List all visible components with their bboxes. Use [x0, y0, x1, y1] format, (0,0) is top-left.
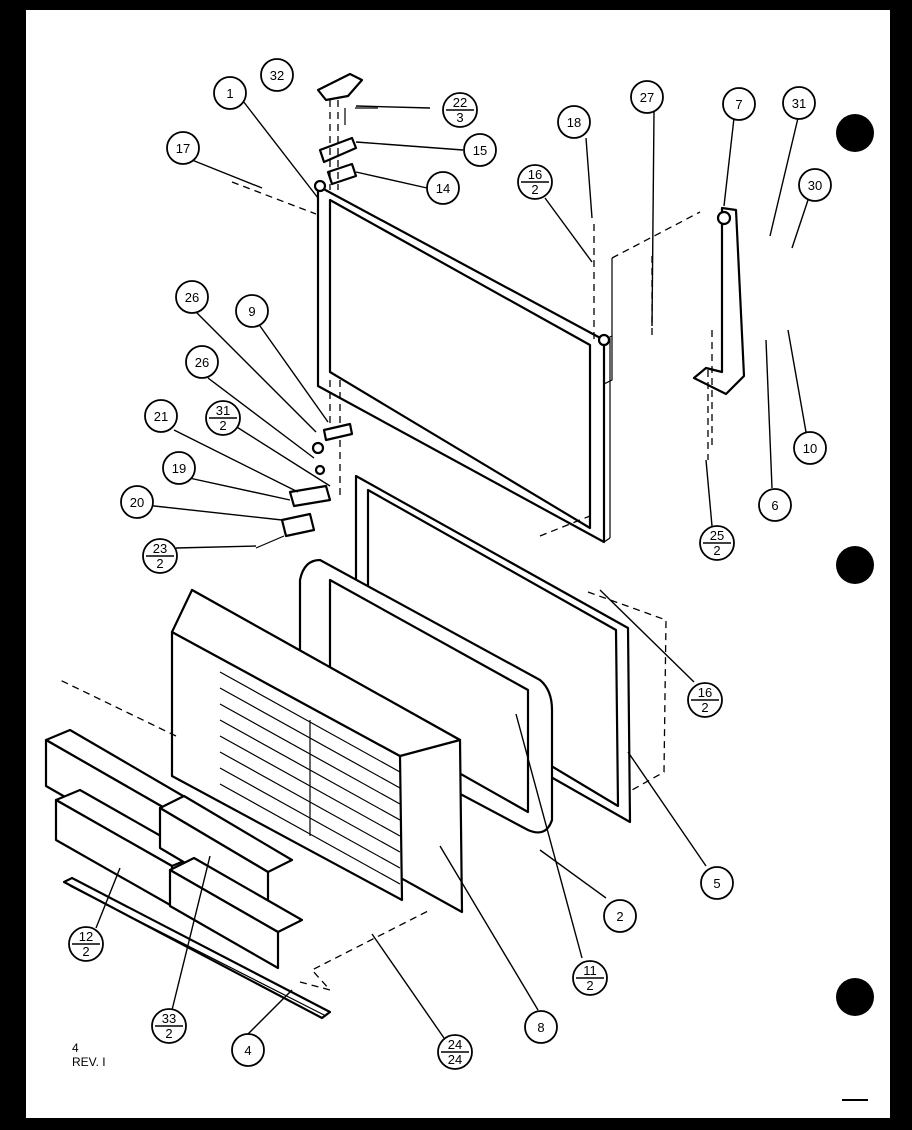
- callout-qty: 2: [82, 944, 89, 959]
- sheet-number: 4: [72, 1041, 79, 1055]
- callout-label: 12: [79, 929, 93, 944]
- callout-qty: 2: [165, 1026, 172, 1041]
- callout-6: 6: [758, 488, 792, 522]
- top-hinge-assembly: [316, 72, 378, 190]
- callout-label: 30: [808, 178, 822, 193]
- callout-23: 232: [142, 538, 178, 574]
- callout-qty: 2: [156, 556, 163, 571]
- leader-lines: [95, 100, 809, 1039]
- callout-label: 14: [436, 181, 450, 196]
- callout-label: 8: [537, 1020, 544, 1035]
- binder-hole: [836, 114, 874, 152]
- callout-label: 17: [176, 141, 190, 156]
- callout-label: 19: [172, 461, 186, 476]
- callout-qty: 2: [219, 418, 226, 433]
- callout-17: 17: [166, 131, 200, 165]
- callout-33: 332: [151, 1008, 187, 1044]
- callout-21: 21: [144, 399, 178, 433]
- callout-label: 25: [710, 528, 724, 543]
- callout-qty: 24: [448, 1052, 462, 1067]
- part-4-trim-strip: [62, 876, 332, 1020]
- left-hinge-assembly: [255, 380, 354, 549]
- part-8-front-panel: [170, 588, 464, 914]
- callout-27: 27: [630, 80, 664, 114]
- callout-label: 9: [248, 304, 255, 319]
- callout-11: 112: [572, 960, 608, 996]
- part-2-liner: [298, 558, 554, 834]
- door-shelves: [44, 728, 304, 970]
- callout-label: 26: [185, 290, 199, 305]
- callout-7: 7: [722, 87, 756, 121]
- callout-19: 19: [162, 451, 196, 485]
- callout-5: 5: [700, 866, 734, 900]
- callout-12: 122: [68, 926, 104, 962]
- binder-hole: [836, 546, 874, 584]
- callout-label: 22: [453, 95, 467, 110]
- callout-10: 10: [793, 431, 827, 465]
- part-1-frame: [313, 179, 613, 544]
- callout-label: 4: [244, 1043, 251, 1058]
- callout-qty: 2: [586, 978, 593, 993]
- callout-qty: 2: [701, 700, 708, 715]
- callout-label: 32: [270, 68, 284, 83]
- callout-label: 20: [130, 495, 144, 510]
- callout-label: 16: [698, 685, 712, 700]
- callout-16-lower: 162: [687, 682, 723, 718]
- callout-label: 31: [216, 403, 230, 418]
- callout-31-fraction: 312: [205, 400, 241, 436]
- callout-4: 4: [231, 1033, 265, 1067]
- revision-note: REV. I: [72, 1055, 106, 1069]
- binder-hole: [836, 978, 874, 1016]
- callout-label: 6: [771, 498, 778, 513]
- callout-label: 26: [195, 355, 209, 370]
- callout-label: 7: [735, 97, 742, 112]
- callout-label: 31: [792, 96, 806, 111]
- callout-label: 23: [153, 541, 167, 556]
- callout-label: 5: [713, 876, 720, 891]
- callout-label: 16: [528, 167, 542, 182]
- callout-16-top: 162: [517, 164, 553, 200]
- callout-label: 1: [226, 86, 233, 101]
- callout-label: 10: [803, 441, 817, 456]
- callout-label: 21: [154, 409, 168, 424]
- callout-1: 1: [213, 76, 247, 110]
- callout-25: 252: [699, 525, 735, 561]
- callout-label: 24: [448, 1037, 462, 1052]
- callout-label: 33: [162, 1011, 176, 1026]
- grille-lines: [219, 671, 401, 885]
- callout-26-upper: 26: [175, 280, 209, 314]
- callout-15: 15: [463, 133, 497, 167]
- callout-31-top: 31: [782, 86, 816, 120]
- callout-label: 27: [640, 90, 654, 105]
- callout-2: 2: [603, 899, 637, 933]
- callout-32: 32: [260, 58, 294, 92]
- callout-qty: 3: [456, 110, 463, 125]
- callout-label: 2: [616, 909, 623, 924]
- callout-18: 18: [557, 105, 591, 139]
- callout-8: 8: [524, 1010, 558, 1044]
- callout-9: 9: [235, 294, 269, 328]
- callout-label: 18: [567, 115, 581, 130]
- callout-qty: 2: [531, 182, 538, 197]
- callout-30: 30: [798, 168, 832, 202]
- callout-22: 223: [442, 92, 478, 128]
- callout-26-lower: 26: [185, 345, 219, 379]
- part-7-bracket: [603, 206, 746, 460]
- callout-20: 20: [120, 485, 154, 519]
- callout-qty: 2: [713, 543, 720, 558]
- callout-label: 15: [473, 143, 487, 158]
- callout-label: 11: [583, 963, 597, 978]
- callout-14: 14: [426, 171, 460, 205]
